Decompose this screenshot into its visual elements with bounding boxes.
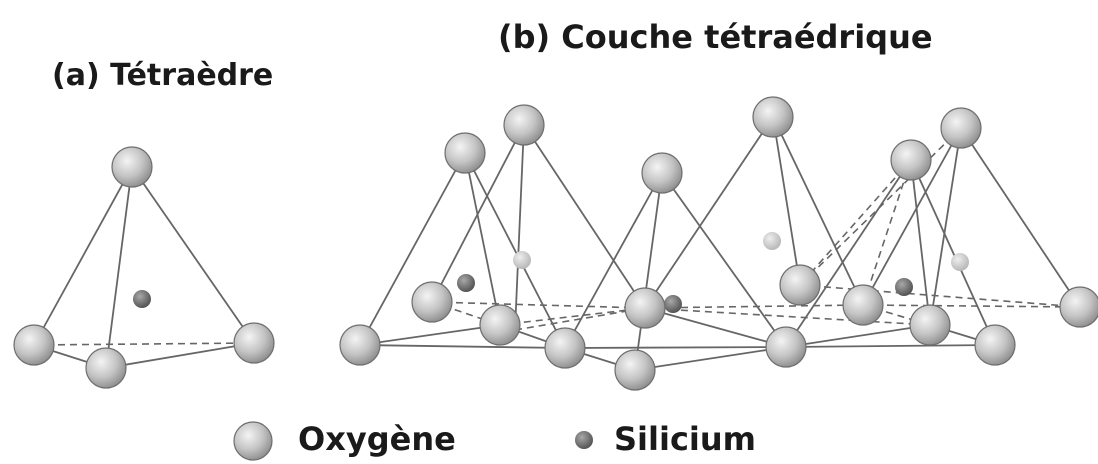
bond-line [644, 116, 774, 309]
bond-line [960, 127, 1081, 308]
bond-line [799, 284, 1081, 308]
layer-bonds-dashed [431, 127, 1081, 331]
silicon-atom [457, 274, 475, 292]
bond-line [523, 124, 646, 309]
bond-line [431, 301, 646, 309]
oxygen-atom [13, 324, 55, 366]
oxygen-atom [909, 304, 951, 346]
bond-line [499, 307, 646, 326]
silicon-atom [664, 295, 682, 313]
title-tetrahedral-layer: (b) Couche tétraédrique [498, 18, 933, 56]
silicon-atom [763, 232, 781, 250]
oxygen-atom [85, 347, 127, 389]
oxygen-atom [544, 327, 586, 369]
oxygen-atom [940, 107, 982, 149]
bond-line [929, 127, 962, 326]
tetrahedron-a-bonds [33, 166, 255, 369]
oxygen-atom [339, 324, 381, 366]
bond-line [644, 304, 864, 309]
bond-line [644, 307, 931, 326]
legend-oxygen-label: Oxygène [298, 420, 456, 458]
bond-line [359, 324, 501, 346]
bond-line [661, 172, 787, 348]
oxygen-atom [890, 139, 932, 181]
bond-line [862, 304, 1081, 308]
oxygen-atom [111, 146, 153, 188]
bond-line [359, 344, 566, 349]
oxygen-atom [614, 349, 656, 391]
silicon-atom [133, 290, 151, 308]
bond-line [785, 324, 931, 348]
bond-line [862, 127, 962, 306]
oxygen-atom [974, 324, 1016, 366]
bond-line [564, 346, 787, 349]
tetrahedral-layer-b [339, 96, 1098, 391]
bond-line [33, 342, 255, 346]
bond-line [799, 159, 912, 286]
legend-oxygen-marker [233, 421, 273, 461]
bond-line [862, 159, 912, 306]
bond-line [910, 159, 996, 346]
silicon-atom [951, 253, 969, 271]
bond-line [634, 346, 787, 371]
bond-line [564, 172, 663, 349]
legend [233, 421, 593, 461]
bond-line [464, 152, 566, 349]
bond-line [105, 166, 133, 369]
bond-line [634, 172, 663, 371]
bond-line [799, 127, 962, 286]
bond-line [514, 124, 525, 331]
bond-line [785, 159, 912, 348]
oxygen-atom [479, 304, 521, 346]
oxygen-atom [411, 281, 453, 323]
oxygen-atom [752, 96, 794, 138]
bond-line [644, 307, 787, 348]
silicon-atom [513, 251, 531, 269]
oxygen-atom [444, 132, 486, 174]
bond-line [785, 344, 996, 348]
oxygen-atom [1059, 286, 1098, 328]
legend-silicon-marker [575, 431, 593, 449]
bond-line [910, 159, 931, 326]
oxygen-atom [641, 152, 683, 194]
title-tetrahedron: (a) Tétraèdre [52, 58, 274, 93]
bond-line [131, 166, 255, 344]
oxygen-atom [624, 287, 666, 329]
tetrahedron-a [13, 146, 275, 389]
bond-line [431, 124, 525, 303]
bond-line [514, 307, 646, 331]
oxygen-atom [842, 284, 884, 326]
legend-silicon-label: Silicium [614, 420, 757, 458]
oxygen-atom [779, 264, 821, 306]
oxygen-atom [765, 326, 807, 368]
silicon-atom [895, 278, 913, 296]
bond-line [33, 166, 133, 346]
bond-line [772, 116, 801, 286]
bond-line [359, 152, 466, 346]
bond-line [772, 116, 864, 306]
bond-line [105, 342, 255, 369]
oxygen-atom [503, 104, 545, 146]
bond-line [464, 152, 501, 326]
oxygen-atom [233, 322, 275, 364]
